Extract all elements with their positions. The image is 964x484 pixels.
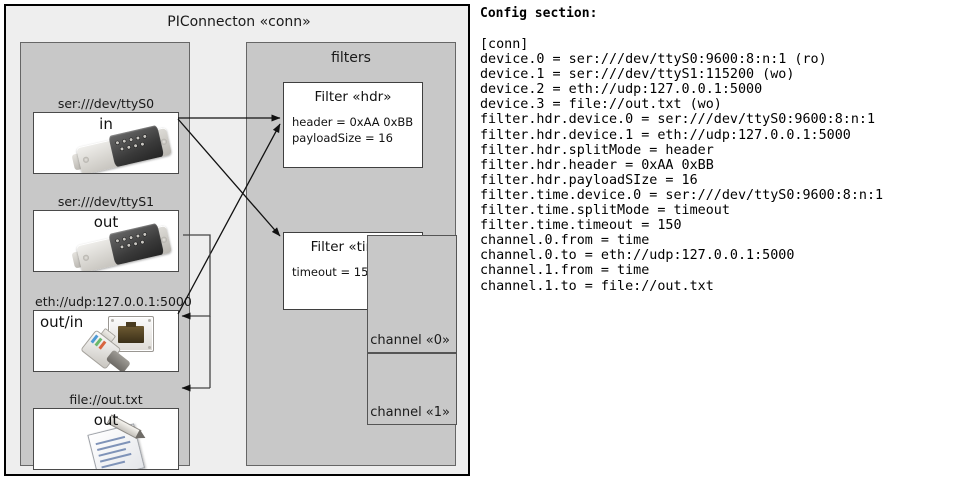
device-box[interactable]: out	[33, 408, 179, 470]
device-box[interactable]: out	[33, 210, 179, 272]
device-ser-ttys1[interactable]: ser:///dev/ttyS1 out	[33, 193, 179, 272]
config-heading: Config section:	[480, 6, 598, 21]
config-text: [conn] device.0 = ser:///dev/ttyS0:9600:…	[480, 37, 884, 294]
device-direction: out/in	[40, 313, 84, 331]
filter-card-hdr[interactable]: Filter «hdr» header = 0xAA 0xBB payloadS…	[283, 82, 423, 168]
devices-panel: ser:///dev/ttyS0 in	[20, 42, 192, 470]
filters-title: filters	[331, 50, 371, 66]
channel-box-0[interactable]: channel «0»	[367, 235, 457, 353]
device-file-out[interactable]: file://out.txt out	[33, 391, 179, 470]
device-label: file://out.txt	[69, 392, 143, 407]
device-box[interactable]: out/in	[33, 310, 179, 372]
device-ser-ttys0[interactable]: ser:///dev/ttyS0 in	[33, 95, 179, 174]
channel-label: channel «1»	[370, 405, 450, 420]
device-label: ser:///dev/ttyS0	[57, 96, 155, 111]
diagram-title: PIConnecton «conn»	[167, 14, 311, 30]
connector-diagram: PIConnecton «conn» ser:///dev/ttyS0 in	[4, 4, 470, 476]
device-direction: out	[93, 213, 119, 231]
filter-property: payloadSize = 16	[292, 131, 393, 145]
device-label: eth://udp:127.0.0.1:5000	[35, 294, 192, 309]
config-section: Config section: [conn] device.0 = ser://…	[480, 6, 960, 294]
device-eth-udp[interactable]: eth://udp:127.0.0.1:5000 out/in	[33, 293, 192, 372]
filter-property: header = 0xAA 0xBB	[292, 115, 414, 129]
device-direction: out	[93, 411, 119, 429]
channel-box-1[interactable]: channel «1»	[367, 353, 457, 425]
device-label: ser:///dev/ttyS1	[57, 194, 155, 209]
channel-label: channel «0»	[370, 333, 450, 348]
device-direction: in	[99, 115, 113, 133]
filters-panel: filters Filter «hdr» header = 0xAA 0xBB …	[246, 42, 457, 466]
device-box[interactable]: in	[33, 112, 179, 174]
filter-title: Filter «hdr»	[314, 89, 392, 105]
